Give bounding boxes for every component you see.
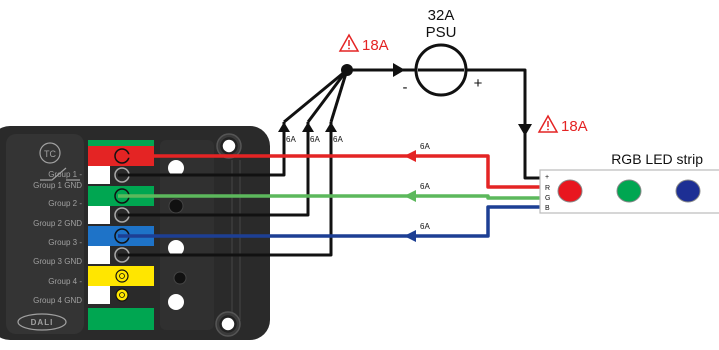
wire-green xyxy=(118,194,540,200)
wire-group1-gnd xyxy=(118,122,286,177)
psu-label: PSU xyxy=(426,24,457,41)
led-red xyxy=(557,179,583,203)
group-label: Group 3 GND xyxy=(33,257,82,266)
warning-strip: 18A xyxy=(537,114,588,135)
channel-current-label: 6A xyxy=(420,142,430,151)
channel-wiring xyxy=(118,154,540,238)
wire-group3-gnd xyxy=(118,122,333,257)
channel-current-label: 6A xyxy=(420,222,430,231)
current-arrow-icon xyxy=(404,150,416,162)
controller-label-panel xyxy=(6,134,84,334)
wire-red xyxy=(118,154,540,189)
psu-rating: 32A xyxy=(428,7,455,24)
strip-pin-label: + xyxy=(545,174,549,181)
group-label: Group 1 GND xyxy=(33,181,82,190)
current-arrow-icon xyxy=(278,122,290,132)
group-label: Group 2 - xyxy=(48,199,82,208)
group-label: Group 4 GND xyxy=(33,296,82,305)
tc-badge: TC xyxy=(39,142,61,164)
led-green xyxy=(616,179,642,203)
strip-pin-label: G xyxy=(545,195,550,202)
group-labels: Group 1 - Group 1 GND Group 2 - Group 2 … xyxy=(33,170,82,305)
current-arrow-icon xyxy=(404,190,416,202)
tc-badge-text: TC xyxy=(44,149,56,159)
mounting-hole-top xyxy=(216,133,242,159)
psu-symbol: 32A PSU - + xyxy=(403,7,483,97)
screw-terminal-icon xyxy=(115,269,129,283)
group-label: Group 4 - xyxy=(48,277,82,286)
dali-logo: DALI xyxy=(17,313,67,331)
supply-wiring xyxy=(118,68,540,257)
wire-blue xyxy=(118,205,540,238)
channel-current-label: 6A xyxy=(420,182,430,191)
warning-strip-current: 18A xyxy=(561,118,588,135)
warning-feed: 18A xyxy=(338,33,389,54)
dali-logo-text: DALI xyxy=(31,318,54,327)
group-label: Group 1 - xyxy=(48,170,82,179)
junction-node xyxy=(341,64,353,76)
dali-controller: TC Group 1 - Group 1 GND Group 2 - Group… xyxy=(0,126,270,340)
wire-group2-gnd xyxy=(118,122,310,217)
group-label: Group 2 GND xyxy=(33,219,82,228)
strip-pin-label: B xyxy=(545,205,550,212)
psu-plus: + xyxy=(474,75,483,92)
current-arrow-icon xyxy=(404,230,416,242)
warning-feed-current: 18A xyxy=(362,37,389,54)
fuse-label: 6A xyxy=(286,135,296,144)
current-arrow-icon xyxy=(325,122,337,132)
mounting-hole-bottom xyxy=(215,311,241,337)
psu-minus: - xyxy=(403,79,408,96)
strip-pin-label: R xyxy=(545,185,550,192)
current-arrow-icon xyxy=(393,63,405,77)
fuse-label: 6A xyxy=(310,135,320,144)
warning-triangle-icon xyxy=(338,33,360,52)
switch-symbol-icon xyxy=(40,167,80,181)
led-strip-title: RGB LED strip xyxy=(611,151,703,167)
led-blue xyxy=(675,179,701,203)
fuse-labels: 6A 6A 6A xyxy=(286,135,343,144)
current-arrow-icon xyxy=(302,122,314,132)
fuse-label: 6A xyxy=(333,135,343,144)
warning-triangle-icon xyxy=(537,114,559,133)
rgb-led-strip: RGB LED strip + R G B xyxy=(539,151,719,214)
current-arrow-icon xyxy=(518,124,532,136)
group-label: Group 3 - xyxy=(48,238,82,247)
screw-terminal-icon xyxy=(115,288,129,302)
